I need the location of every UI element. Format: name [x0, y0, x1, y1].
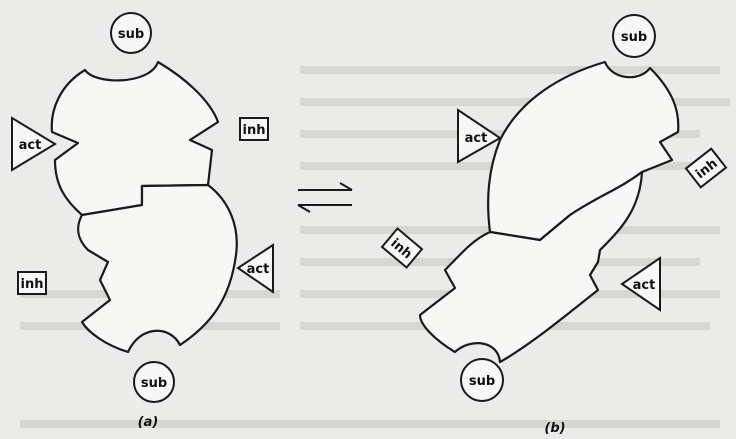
substrate-tag-a-top: sub	[110, 12, 152, 54]
activator-tag-b-left: act	[457, 108, 502, 164]
substrate-label: sub	[141, 376, 167, 391]
inhibitor-label: inh	[243, 123, 266, 138]
activator-label: act	[19, 138, 42, 153]
activator-triangle	[620, 256, 661, 312]
substrate-tag-a-bottom: sub	[133, 361, 175, 403]
panel-b-enzyme	[418, 60, 680, 364]
substrate-circle	[460, 358, 504, 402]
substrate-tag-b-top: sub	[612, 14, 656, 58]
activator-label: act	[247, 262, 270, 277]
inhibitor-box	[17, 271, 47, 295]
panel-b-caption: (b)	[544, 421, 565, 436]
panel-a-caption: (a)	[138, 415, 159, 430]
subunit-b-top	[487, 60, 680, 242]
inhibitor-tag-a-left: inh	[17, 271, 47, 295]
inhibitor-tag-a-right: inh	[239, 117, 269, 141]
substrate-circle	[612, 14, 656, 58]
inhibitor-box	[380, 227, 424, 269]
activator-tag-a-left: act	[11, 116, 57, 172]
substrate-circle	[110, 12, 152, 54]
inhibitor-label: inh	[21, 277, 44, 292]
inhibitor-box	[239, 117, 269, 141]
substrate-tag-b-bottom: sub	[460, 358, 504, 402]
activator-tag-b-right: act	[620, 256, 661, 312]
activator-triangle	[457, 108, 502, 164]
substrate-circle	[133, 361, 175, 403]
substrate-label: sub	[469, 374, 495, 389]
subunit-a-bottom	[77, 183, 238, 354]
inhibitor-box	[684, 147, 728, 189]
activator-triangle	[11, 116, 57, 172]
substrate-label: sub	[621, 30, 647, 45]
activator-label: act	[465, 131, 488, 146]
activator-triangle	[236, 243, 274, 294]
activator-tag-a-right: act	[236, 243, 274, 294]
inhibitor-tag-b-right: inh	[684, 147, 728, 189]
equilibrium-arrows	[297, 182, 353, 213]
substrate-label: sub	[118, 27, 144, 42]
panel-a-enzyme	[50, 60, 238, 354]
activator-label: act	[633, 278, 656, 293]
subunit-b-bottom	[418, 170, 644, 364]
